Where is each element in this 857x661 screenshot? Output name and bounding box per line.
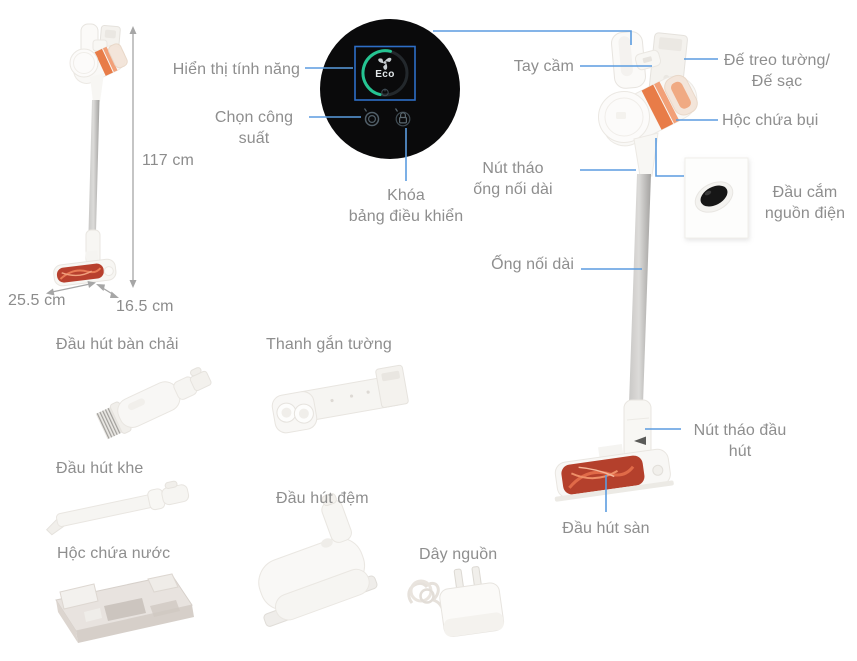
power-icon: [381, 88, 389, 97]
power-select-button-icon: [364, 108, 380, 127]
label-dust-box: Hộc chứa bụi: [722, 112, 819, 129]
label-panel-lock: Khóa bảng điều khiển: [348, 187, 464, 225]
label-width-dimension: 16.5 cm: [116, 298, 174, 315]
label-floor-head: Đầu hút sàn: [562, 520, 650, 537]
vacuum-main-view-illustration: [554, 31, 749, 502]
crevice-head-illustration: [45, 480, 190, 536]
label-brush-head: Đầu hút bàn chải: [56, 336, 179, 353]
label-tube-release: Nút tháo ống nối dài: [473, 160, 553, 198]
display-mode-text: Eco: [375, 69, 395, 80]
fan-icon: [378, 57, 392, 70]
wall-bar-illustration: [271, 364, 409, 434]
label-wall-bar: Thanh gắn tường: [266, 336, 392, 353]
brush-head-illustration: [95, 367, 212, 440]
label-extension-tube: Ống nối dài: [491, 256, 574, 273]
display-highlight-frame: [354, 45, 416, 101]
label-water-box: Hộc chứa nước: [57, 545, 171, 562]
callout-power-port: [655, 138, 684, 177]
mattress-head-illustration: [258, 493, 378, 627]
power-cord-illustration: [407, 566, 505, 638]
lock-button-icon: [395, 108, 411, 127]
label-wall-dock: Đế treo tường/ Đế sạc: [723, 52, 831, 90]
label-mattress-head: Đầu hút đệm: [276, 490, 369, 507]
label-power-port: Đầu cắm nguồn điện: [764, 184, 846, 222]
label-head-release: Nút tháo đầu hút: [693, 422, 787, 460]
callout-display-to-handle: [433, 30, 632, 45]
label-feature-display: Hiển thị tính năng: [172, 61, 300, 78]
label-power-select: Chọn công suất: [214, 109, 294, 147]
label-handle: Tay cầm: [513, 58, 574, 75]
label-depth-dimension: 25.5 cm: [8, 292, 66, 309]
callout-lines: [305, 30, 718, 512]
eco-arc: [361, 49, 392, 97]
label-height-dimension: 117 cm: [142, 152, 194, 169]
label-crevice-head: Đầu hút khe: [56, 460, 144, 477]
dimension-lines: [46, 26, 137, 298]
label-power-cord: Dây nguồn: [419, 546, 498, 563]
vacuum-side-view-illustration: [46, 23, 137, 298]
power-port-inset: [684, 157, 749, 239]
control-display-illustration: [320, 19, 460, 159]
water-tank-illustration: [55, 573, 194, 643]
